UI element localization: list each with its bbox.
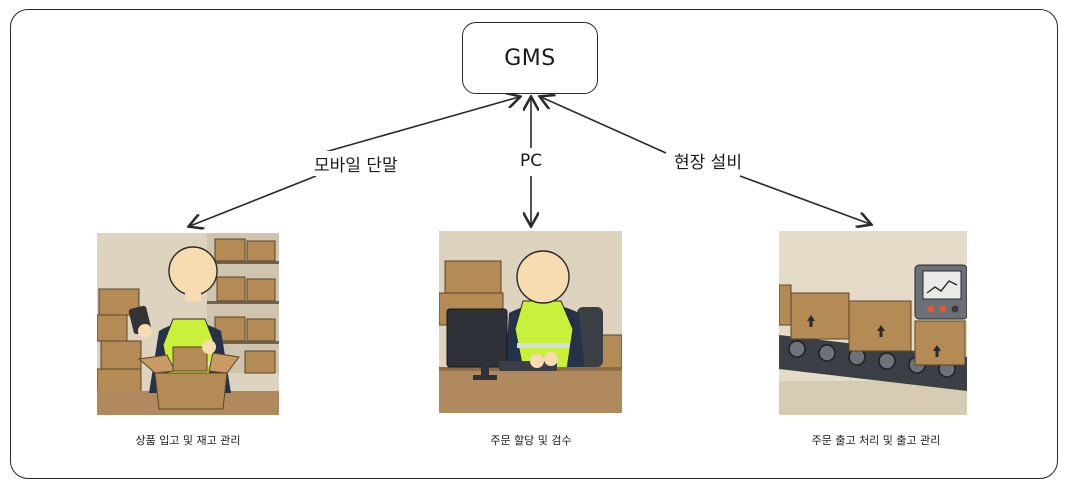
caption-outbound: 주문 출고 처리 및 출고 관리	[811, 434, 941, 447]
arrow-equipment-to-gms	[541, 97, 667, 154]
connection-label-equipment: 현장 설비	[670, 148, 746, 173]
gms-title: GMS	[504, 45, 556, 71]
panel-allocation-image	[439, 231, 622, 413]
panel-outbound-image	[779, 231, 967, 415]
arrow-equipment-to-panel	[739, 175, 870, 224]
connection-label-pc: PC	[516, 151, 547, 171]
arrow-mobile-to-panel	[190, 175, 317, 226]
diagram-frame	[10, 9, 1058, 479]
panel-inbound-image	[97, 233, 279, 415]
caption-allocation: 주문 할당 및 검수	[490, 434, 572, 447]
caption-inbound: 상품 입고 및 재고 관리	[135, 434, 241, 447]
arrow-mobile-to-gms	[317, 97, 519, 155]
gms-node: GMS	[462, 22, 598, 94]
connection-label-mobile: 모바일 단말	[310, 151, 402, 176]
